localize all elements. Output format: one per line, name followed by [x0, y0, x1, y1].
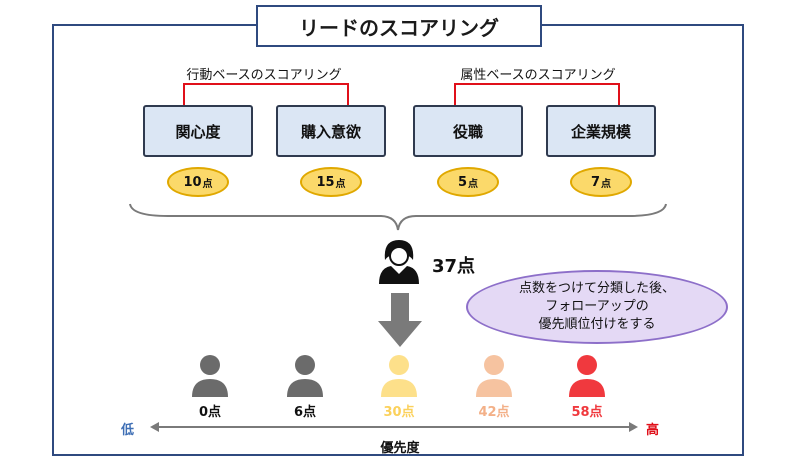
- note-bubble: 点数をつけて分類した後、 フォローアップの 優先順位付けをする: [466, 270, 728, 344]
- note-line-3: 優先順位付けをする: [538, 317, 656, 332]
- sum-brace-icon: [129, 203, 667, 231]
- score-value: 5: [457, 174, 468, 190]
- total-score: 37点: [432, 256, 476, 277]
- person-score-label: 42点: [478, 405, 510, 420]
- person-score-label: 0点: [198, 405, 222, 420]
- group-bracket-behavior: [183, 83, 349, 105]
- axis-low-label: 低: [121, 423, 135, 438]
- axis-high-label: 高: [646, 423, 660, 438]
- person-score-label: 30点: [383, 405, 415, 420]
- score-unit: 点: [468, 178, 479, 190]
- person-icon: [569, 355, 605, 397]
- note-line-2: フォローアップの: [545, 299, 649, 314]
- person-score-label: 58点: [571, 405, 603, 420]
- item-job-title: 役職: [413, 105, 523, 157]
- lead-person-icon: [379, 240, 419, 284]
- score-value: 7: [590, 174, 601, 190]
- score-value: 15: [316, 174, 335, 190]
- note-line-1: 点数をつけて分類した後、: [518, 281, 675, 296]
- item-interest: 関心度: [143, 105, 253, 157]
- group-label-attribute: 属性ベースのスコアリング: [460, 68, 616, 83]
- group-label-behavior: 行動ベースのスコアリング: [186, 68, 342, 83]
- axis-title: 優先度: [380, 441, 420, 456]
- score-value: 10: [183, 174, 202, 190]
- score-unit: 点: [202, 178, 213, 190]
- diagram-title: リードのスコアリング: [256, 5, 542, 47]
- person-score-label: 6点: [293, 405, 317, 420]
- down-arrow-icon: [378, 293, 422, 347]
- person-icon: [287, 355, 323, 397]
- item-purchase-intent: 購入意欲: [276, 105, 386, 157]
- score-unit: 点: [335, 178, 346, 190]
- person-icon: [381, 355, 417, 397]
- priority-axis-arrow-icon: [150, 422, 638, 432]
- group-bracket-attribute: [454, 83, 620, 105]
- person-icon: [476, 355, 512, 397]
- item-company-size: 企業規模: [546, 105, 656, 157]
- score-unit: 点: [601, 178, 612, 190]
- person-icon: [192, 355, 228, 397]
